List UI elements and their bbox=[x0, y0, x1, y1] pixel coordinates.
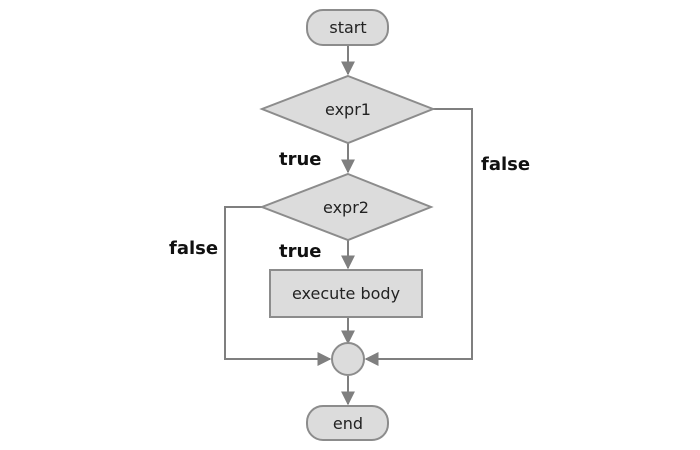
expr1-true-label: true bbox=[279, 149, 322, 170]
expr2-decision bbox=[259, 172, 434, 242]
start-label: start bbox=[329, 18, 366, 37]
expr1-false-label: false bbox=[481, 154, 530, 175]
expr2-label: expr2 bbox=[323, 198, 369, 217]
join-node bbox=[331, 342, 365, 376]
end-node bbox=[306, 405, 389, 441]
expr2-false-label: false bbox=[169, 238, 218, 259]
execute-body-box bbox=[269, 269, 423, 318]
execute-body-label: execute body bbox=[292, 284, 400, 303]
expr1-label: expr1 bbox=[325, 100, 371, 119]
expr1-decision bbox=[259, 74, 436, 145]
end-label: end bbox=[333, 414, 363, 433]
edge-expr2-false bbox=[224, 206, 332, 366]
expr2-true-label: true bbox=[279, 241, 322, 262]
edge-expr1-false bbox=[364, 108, 473, 366]
start-node bbox=[306, 9, 389, 46]
